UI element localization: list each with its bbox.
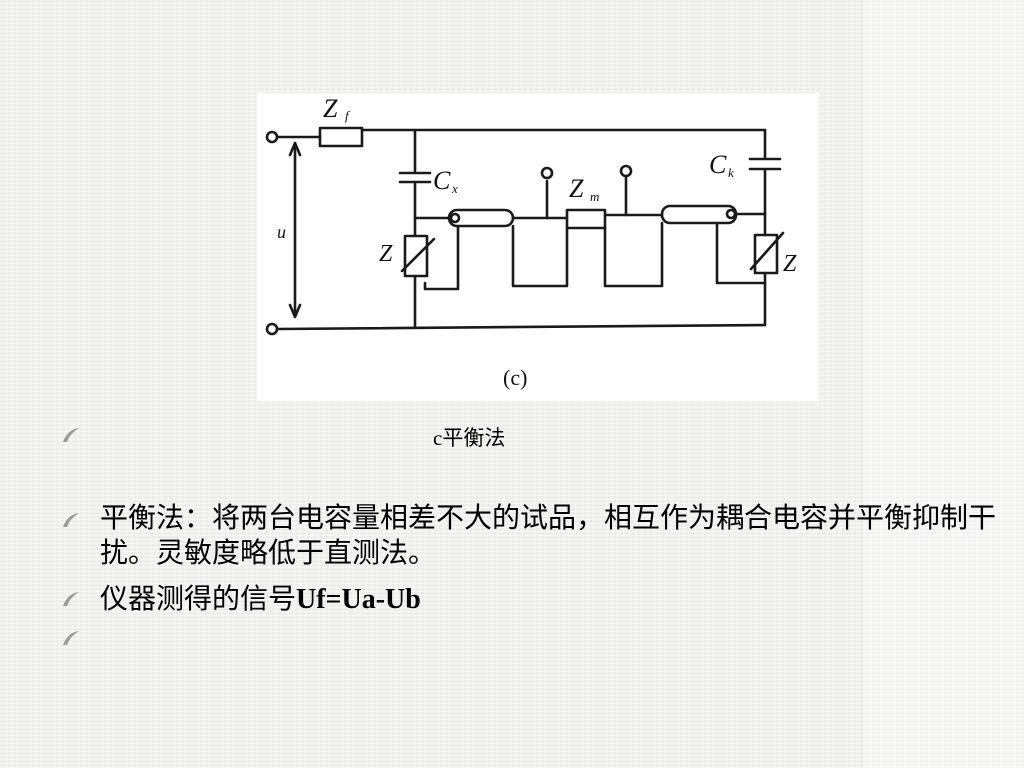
figure-caption-text: c平衡法 (433, 426, 506, 450)
bullet-swoosh-icon (63, 428, 79, 442)
voltage-arrowhead-down (288, 303, 302, 319)
voltage-arrowhead-up (288, 141, 302, 157)
cable-right-end (725, 208, 737, 220)
figure-caption-c: (c) (503, 365, 527, 390)
label-zm: Z (569, 174, 584, 203)
label-ck-sub: k (728, 165, 734, 180)
label-z-left: Z (379, 241, 393, 267)
test-point-2 (619, 164, 633, 178)
wire-shield-left (423, 224, 460, 291)
label-cx: C (433, 166, 451, 195)
signal-formula: Uf=Ua-Ub (296, 584, 421, 615)
bullet-swoosh-icon (63, 592, 79, 606)
terminal-bottom (265, 322, 279, 336)
bullet-balance-method: 平衡法：将两台电容量相差不大的试品，相互作为耦合电容并平衡抑制干扰。灵敏度略低于… (100, 501, 997, 569)
cable-right (660, 204, 738, 225)
circuit-figure: Z f C x Z m C k u Z Z (c) (257, 93, 819, 401)
wire-shield-right (715, 221, 767, 285)
bullet-signal-formula: 仪器测得的信号Uf=Ua-Ub (100, 581, 1000, 617)
wire-bottom (275, 323, 767, 331)
bullet-swoosh-icon (63, 631, 79, 645)
label-cx-sub: x (451, 181, 458, 196)
impedance-zm (565, 208, 607, 230)
cable-left-end (449, 212, 461, 224)
test-point-1 (540, 166, 554, 180)
impedance-zf (318, 126, 364, 148)
variable-arrow-right (749, 231, 785, 271)
wire-shield-mid-left (511, 224, 569, 288)
bullet-swoosh-icon (63, 513, 79, 527)
circuit-diagram: Z f C x Z m C k u Z Z (c) (265, 94, 797, 390)
wire-shield-mid-right (603, 221, 664, 288)
background-panel (862, 0, 1024, 768)
label-ck: C (709, 150, 727, 179)
terminal-top (265, 130, 279, 144)
variable-arrow-left (400, 237, 436, 273)
caption-bullet: c平衡法 (60, 421, 860, 451)
label-zf-sub: f (345, 108, 351, 123)
label-z-right: Z (783, 251, 797, 277)
label-u: u (277, 222, 286, 242)
label-zm-sub: m (590, 189, 599, 204)
signal-text: 仪器测得的信号 (100, 582, 297, 615)
label-zf: Z (323, 94, 338, 123)
